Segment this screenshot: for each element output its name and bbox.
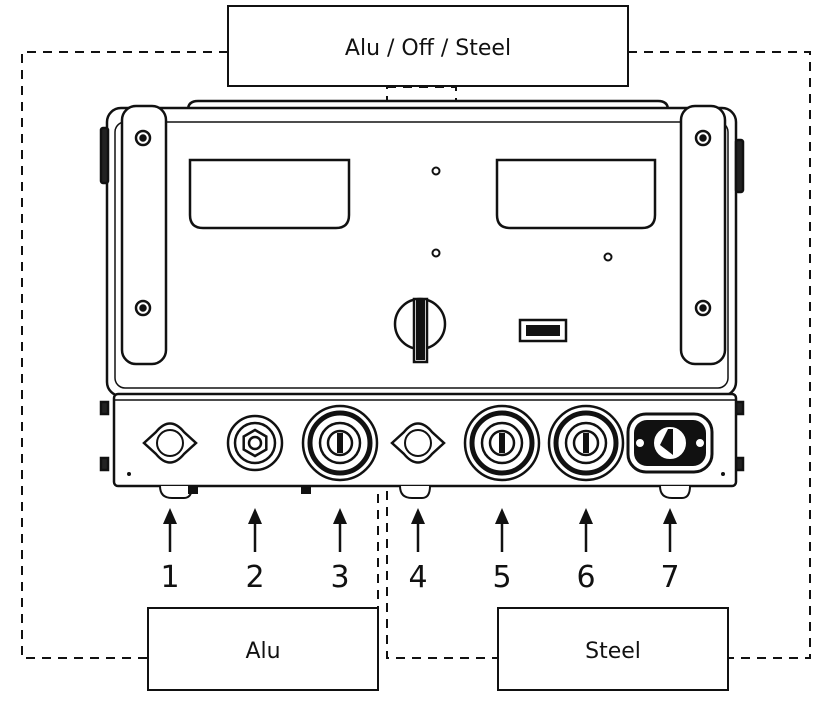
- foot-center: [399, 485, 431, 499]
- alu-label-box: Alu: [147, 607, 379, 691]
- steel-outer-dashed-line: [628, 51, 811, 659]
- left-display-window: [188, 158, 351, 230]
- right-display-window: [495, 158, 657, 230]
- arrow-4: [411, 508, 425, 552]
- mode-switch-label-box: Alu / Off / Steel: [227, 5, 629, 87]
- alu-outer-dashed-line: [21, 51, 228, 659]
- steel-label: Steel: [585, 639, 641, 664]
- connector-number-1: 1: [160, 560, 179, 595]
- steel-label-box: Steel: [497, 607, 729, 691]
- alu-label: Alu: [245, 639, 280, 664]
- connector-number-5: 5: [492, 560, 511, 595]
- connectors: [142, 404, 714, 482]
- connector-arrows: 1 2 3 4 5 6 7: [160, 508, 680, 595]
- left-rail: [120, 104, 168, 366]
- connector-6-socket-large: [547, 404, 625, 482]
- connector-3-socket-large: [301, 404, 379, 482]
- connector-number-3: 3: [330, 560, 349, 595]
- foot-right: [659, 485, 691, 499]
- connector-2-socket-small: [226, 414, 284, 472]
- steel-inner-dashed-line: [386, 379, 498, 659]
- foot-left: [159, 485, 193, 499]
- rail-holes: [134, 129, 712, 317]
- arrow-5: [495, 508, 509, 552]
- connector-number-6: 6: [576, 560, 595, 595]
- mode-rotary-switch: [393, 297, 447, 364]
- connector-1-cap: [142, 422, 198, 464]
- right-rail: [679, 104, 727, 366]
- arrow-6: [579, 508, 593, 552]
- arrow-7: [663, 508, 677, 552]
- connector-number-7: 7: [660, 560, 679, 595]
- connector-7-euro-connector: [626, 412, 714, 474]
- connector-number-2: 2: [245, 560, 264, 595]
- connector-4-cap: [390, 422, 446, 464]
- arrow-3: [333, 508, 347, 552]
- mode-switch-label: Alu / Off / Steel: [345, 36, 511, 61]
- power-rocker-switch: [518, 318, 568, 343]
- connector-5-socket-large: [463, 404, 541, 482]
- connector-number-4: 4: [408, 560, 427, 595]
- arrow-1: [163, 508, 177, 552]
- arrow-2: [248, 508, 262, 552]
